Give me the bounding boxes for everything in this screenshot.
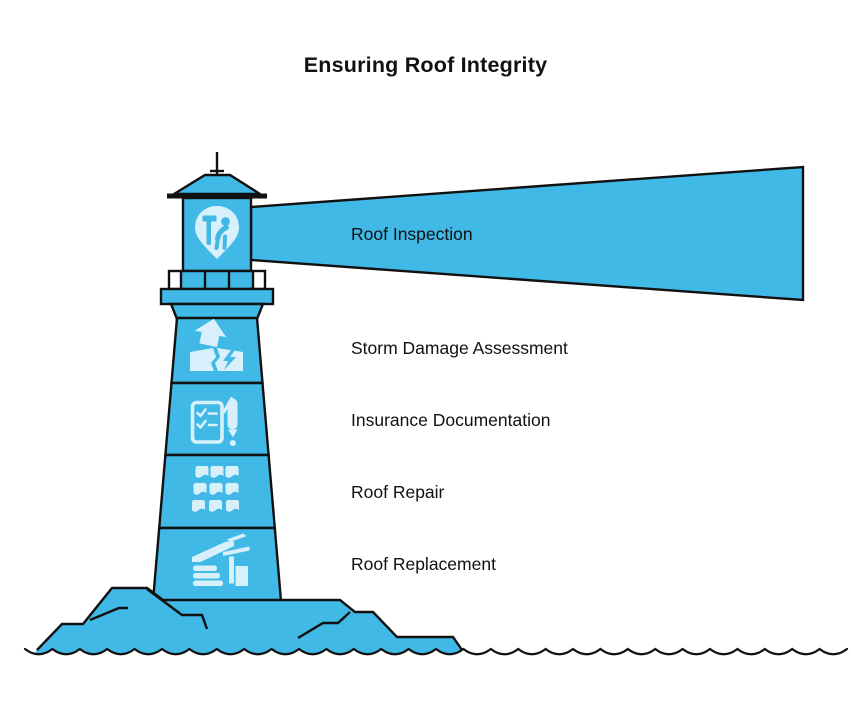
beam-label: Roof Inspection xyxy=(351,224,473,244)
water-mask xyxy=(25,649,848,702)
roof-tiles-icon xyxy=(192,466,239,512)
roofer-pin-icon xyxy=(195,206,239,259)
water xyxy=(23,647,849,702)
label-roof-replacement: Roof Replacement xyxy=(351,554,496,574)
rock-fill xyxy=(34,588,465,657)
page-title: Ensuring Roof Integrity xyxy=(303,53,548,77)
wave-line xyxy=(23,647,849,656)
section-labels: Storm Damage Assessment Insurance Docume… xyxy=(351,338,568,574)
rocks xyxy=(34,586,465,657)
rock-detail-left xyxy=(89,606,128,622)
gallery-railing xyxy=(167,269,267,291)
gallery-platform xyxy=(159,287,275,306)
tower xyxy=(151,316,283,610)
tower-neck xyxy=(169,302,265,321)
label-insurance: Insurance Documentation xyxy=(351,410,550,430)
light-beam: Roof Inspection xyxy=(249,165,805,302)
insurance-checklist-icon xyxy=(190,397,238,446)
storm-damage-icon xyxy=(190,318,243,371)
label-storm-damage: Storm Damage Assessment xyxy=(351,338,568,358)
tower-section-insurance xyxy=(164,381,270,457)
label-roof-repair: Roof Repair xyxy=(351,482,445,502)
rock-detail-right xyxy=(297,611,351,640)
rock-outline xyxy=(36,586,463,651)
beam-polygon xyxy=(249,165,805,302)
rock-detail-center xyxy=(146,588,209,630)
roof-replacement-icon xyxy=(192,533,250,586)
lighthouse-top xyxy=(159,152,275,321)
lantern-roof xyxy=(169,173,265,196)
